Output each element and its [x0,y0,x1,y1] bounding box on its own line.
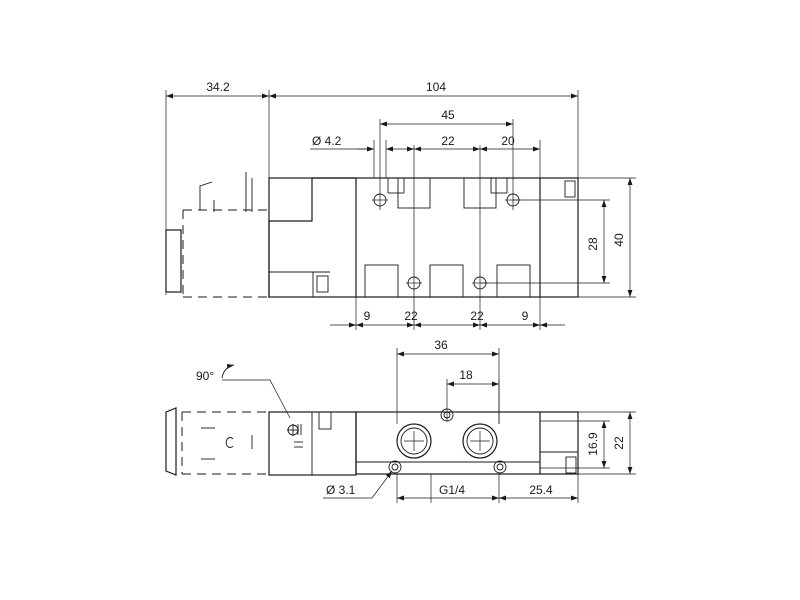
dim-body-height: 22 [612,436,626,450]
dim-mounting-hole-dia-side: Ø 3.1 [326,483,356,497]
dim-port-pitch-upper: 22 [441,134,455,148]
coil-outline-top [165,172,268,298]
dim-end-offset: 25.4 [529,483,553,497]
dim-port-pitch-lower-right: 22 [470,309,484,323]
coil-outline-side [165,407,268,476]
dim-hole-row-spacing: 28 [586,237,600,251]
dim-port-offset-upper: 20 [501,134,515,148]
dim-pilot-offset: 18 [459,368,473,382]
valve-body-side [355,408,579,475]
dim-mounting-hole-dia: Ø 4.2 [312,134,342,148]
side-view: 90° 36 [165,338,636,503]
top-view: 34.2 104 45 Ø 4.2 22 20 9 22 22 9 [165,80,636,330]
dim-rotation: 90° [196,369,214,383]
valve-body-top [268,145,579,330]
solenoid-housing-top [268,177,356,297]
dim-port-pitch-lower-left: 22 [404,309,418,323]
dim-mounting-hole-spacing: 45 [441,108,455,122]
solenoid-housing-side [268,411,357,476]
dim-overall-length: 104 [426,80,446,94]
dim-port-height: 16.9 [586,432,600,456]
dim-port-spacing: 36 [434,338,448,352]
dim-body-width: 40 [612,233,626,247]
dim-coil-length: 34.2 [206,80,230,94]
dim-edge-left: 9 [364,309,371,323]
dim-thread: G1/4 [439,483,465,497]
dim-edge-right: 9 [522,309,529,323]
